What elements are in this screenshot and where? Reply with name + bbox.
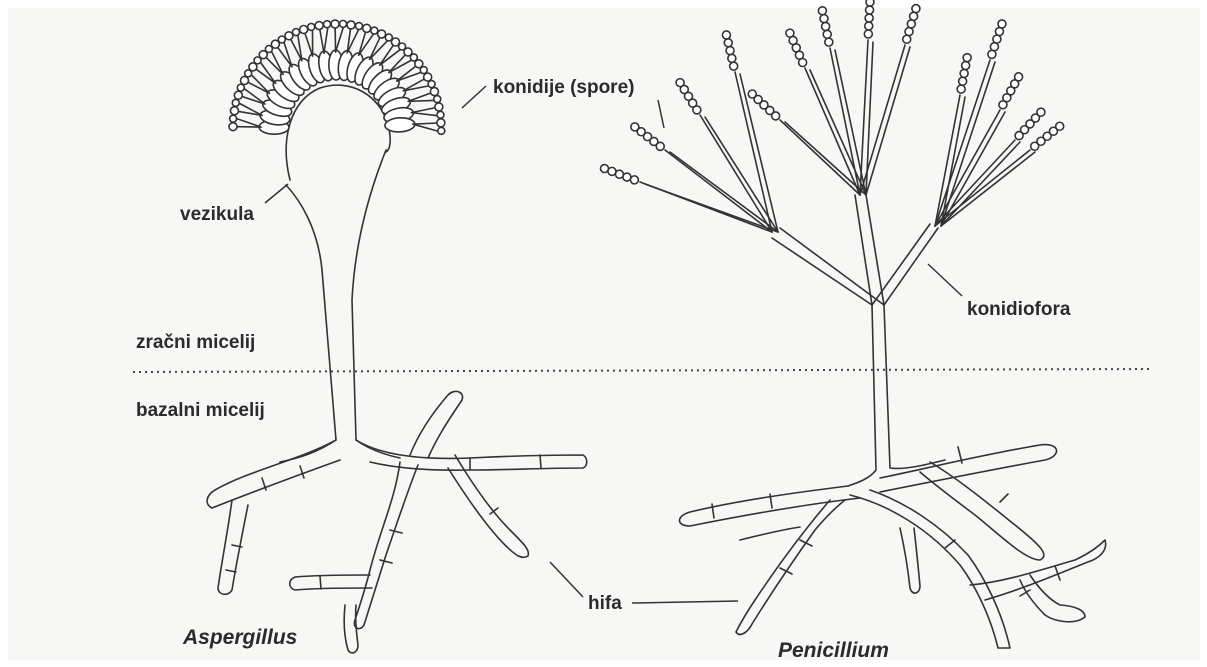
aspergillus-phialide [408,100,433,101]
aspergillus-conidium [232,99,239,106]
aspergillus-conidium [437,111,444,118]
aspergillus-conidium [340,20,347,27]
penicillium-conidium [726,47,734,55]
aspergillus-conidium [331,20,339,28]
penicillium-conidium [823,30,831,38]
penicillium-conidium [722,31,730,39]
conidiophore-label: konidiofora [967,300,1070,319]
aspergillus-conidium [293,29,300,36]
penicillium-conidium [912,5,920,13]
penicillium-conidium [990,43,998,51]
aspergillus-conidium [430,88,438,96]
penicillium-conidium [1056,122,1064,130]
aspergillus-conidium [435,103,443,111]
aspergillus-conidium [285,32,293,40]
conidia-label: konidije (spore) [493,78,634,97]
aspergillus-conidium [315,22,323,30]
penicillium-conidium [993,35,1001,43]
penicillium-conidium [600,165,608,173]
aspergillus-conidium [234,91,242,99]
aspergillus-conidium [308,23,315,30]
penicillium-conidium [822,22,830,30]
penicillium-conidium [866,0,874,6]
penicillium-conidium [820,15,828,23]
penicillium-conidium [988,50,996,58]
penicillium-conidium [962,62,970,70]
penicillium-conidium [1015,73,1023,81]
aspergillus-conidium [355,23,362,30]
penicillium-conidium [818,7,826,15]
penicillium-conidium [864,30,872,38]
aspergillus-conidium [230,107,238,115]
penicillium-conidium [963,54,971,62]
penicillium-conidium [960,69,968,77]
penicillium-conidium [1037,108,1045,116]
penicillium-conidium [730,62,738,70]
aspergillus-conidium [363,24,371,32]
aspergillus-conidium [371,27,378,34]
aspergillus-conidium [437,119,445,127]
aspergillus-conidium [230,115,237,122]
penicillium-conidium [724,39,732,47]
penicillium-conidium [865,22,873,30]
hypha-label: hifa [588,594,622,613]
aspergillus-conidium [324,21,331,28]
penicillium-conidium [905,28,913,36]
aspergillus-conidium [434,96,441,103]
penicillium-conidium [825,38,833,46]
penicillium-conidium [786,29,794,37]
penicillium-conidium [957,85,965,93]
aspergillus-conidium [378,30,386,38]
penicillium-conidium [910,12,918,20]
vesicle-label: vezikula [180,205,254,224]
penicillium-conidium [631,123,639,131]
penicillium-conidium [865,14,873,22]
aspergillus-conidium [428,81,435,88]
penicillium-conidium [676,79,684,87]
penicillium-conidium [907,20,915,28]
aerial-mycelium-label: zračni micelij [136,333,255,352]
aspergillus-name: Aspergillus [183,627,297,648]
penicillium-conidium [959,77,967,85]
aspergillus-conidium [347,21,355,29]
aspergillus-conidium [229,123,237,131]
aspergillus-conidium [438,127,445,134]
aspergillus-conidium [237,84,244,91]
aspergillus-conidium [278,36,285,43]
aspergillus-conidium [300,25,308,33]
aspergillus-conidium [424,73,432,81]
penicillium-conidium [748,90,756,98]
penicillium-conidium [998,20,1006,28]
basal-mycelium-label: bazalni micelij [136,401,265,420]
penicillium-name: Penicillium [778,640,889,661]
aspergillus-conidium [240,76,248,84]
penicillium-conidium [903,35,911,43]
penicillium-conidium [866,6,874,14]
penicillium-conidium [728,54,736,62]
penicillium-conidium [995,28,1003,36]
